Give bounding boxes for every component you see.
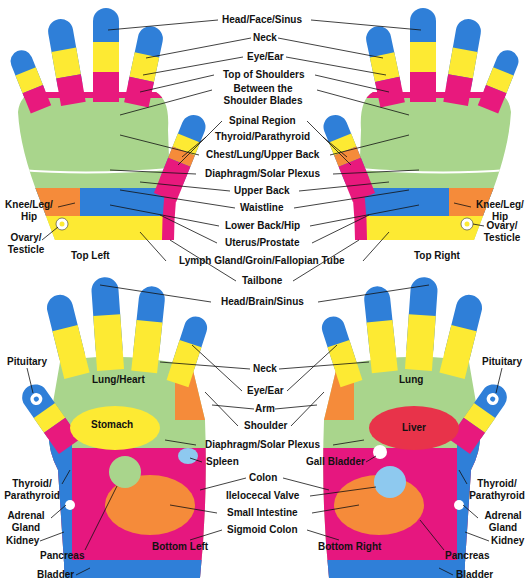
part-label: Thyroid/Parathyroid [215, 131, 310, 143]
part-label: Sigmoid Colon [227, 524, 298, 536]
part-label: Pancreas [445, 550, 489, 562]
part-label: Bottom Left [152, 541, 208, 553]
part-label: Lymph Gland/Groin/Fallopian Tube [179, 255, 345, 267]
spleen-zone [178, 448, 198, 464]
left-organs [70, 406, 198, 488]
part-label: Eye/Ear [247, 385, 284, 397]
stomach-zone [70, 406, 160, 450]
part-label: Thyroid/ Parathyroid [465, 478, 529, 502]
bottom-right-hand [289, 276, 529, 584]
liver-zone [369, 406, 459, 450]
part-label: Adrenal Gland [478, 510, 528, 534]
part-label: Pituitary [482, 356, 522, 368]
part-label: Knee/Leg/ Hip [471, 199, 529, 223]
part-label: Small Intestine [227, 507, 298, 519]
part-label: Spinal Region [229, 115, 296, 127]
part-label: Gall Bladder [306, 456, 365, 468]
part-label: Pituitary [7, 356, 47, 368]
part-label: Ilelocecal Valve [226, 490, 299, 502]
part-label: Waistline [240, 202, 284, 214]
part-label: Liver [402, 422, 426, 434]
part-label: Colon [249, 472, 277, 484]
bottom-left-hand [0, 276, 240, 584]
part-label: Knee/Leg/ Hip [0, 199, 58, 223]
part-label: Bladder [37, 569, 74, 581]
part-label: Lung/Heart [92, 374, 145, 386]
part-label: Between the Shoulder Blades [213, 83, 313, 107]
part-label: Neck [253, 32, 277, 44]
part-label: Thyroid/ Parathyroid [0, 478, 64, 502]
part-label: Lower Back/Hip [225, 220, 300, 232]
part-label: Upper Back [234, 185, 290, 197]
part-label: Lung [399, 374, 423, 386]
part-label: Neck [253, 363, 277, 375]
part-label: Tailbone [242, 275, 282, 287]
part-label: Kidney [491, 535, 524, 547]
top-left-hand [0, 8, 209, 246]
part-label: Eye/Ear [247, 51, 284, 63]
part-label: Spleen [206, 456, 239, 468]
part-label: Pancreas [40, 550, 84, 562]
part-label: Stomach [91, 419, 133, 431]
part-label: Ovary/ Testicle [0, 232, 52, 256]
right-organs [369, 406, 459, 498]
top-right-hand [320, 8, 529, 246]
part-label: Head/Face/Sinus [222, 14, 302, 26]
part-label: Bottom Right [318, 541, 381, 553]
part-label: Top Left [71, 250, 110, 262]
part-label: Arm [255, 403, 275, 415]
part-label: Top Right [414, 250, 460, 262]
part-label: Top of Shoulders [223, 69, 304, 81]
part-label: Kidney [6, 535, 39, 547]
part-label: Adrenal Gland [1, 510, 51, 534]
part-label: Ovary/ Testicle [476, 220, 528, 244]
part-label: Head/Brain/Sinus [221, 296, 304, 308]
pancreas-zone [109, 456, 141, 488]
part-label: Diaphragm/Solar Plexus [205, 439, 320, 451]
part-label: Uterus/Prostate [225, 237, 299, 249]
valve-zone [374, 466, 406, 498]
leader-lines [27, 20, 502, 575]
part-label: Diaphragm/Solar Plexus [205, 168, 320, 180]
part-label: Bladder [456, 569, 493, 581]
part-label: Chest/Lung/Upper Back [206, 149, 319, 161]
part-label: Shoulder [244, 420, 287, 432]
